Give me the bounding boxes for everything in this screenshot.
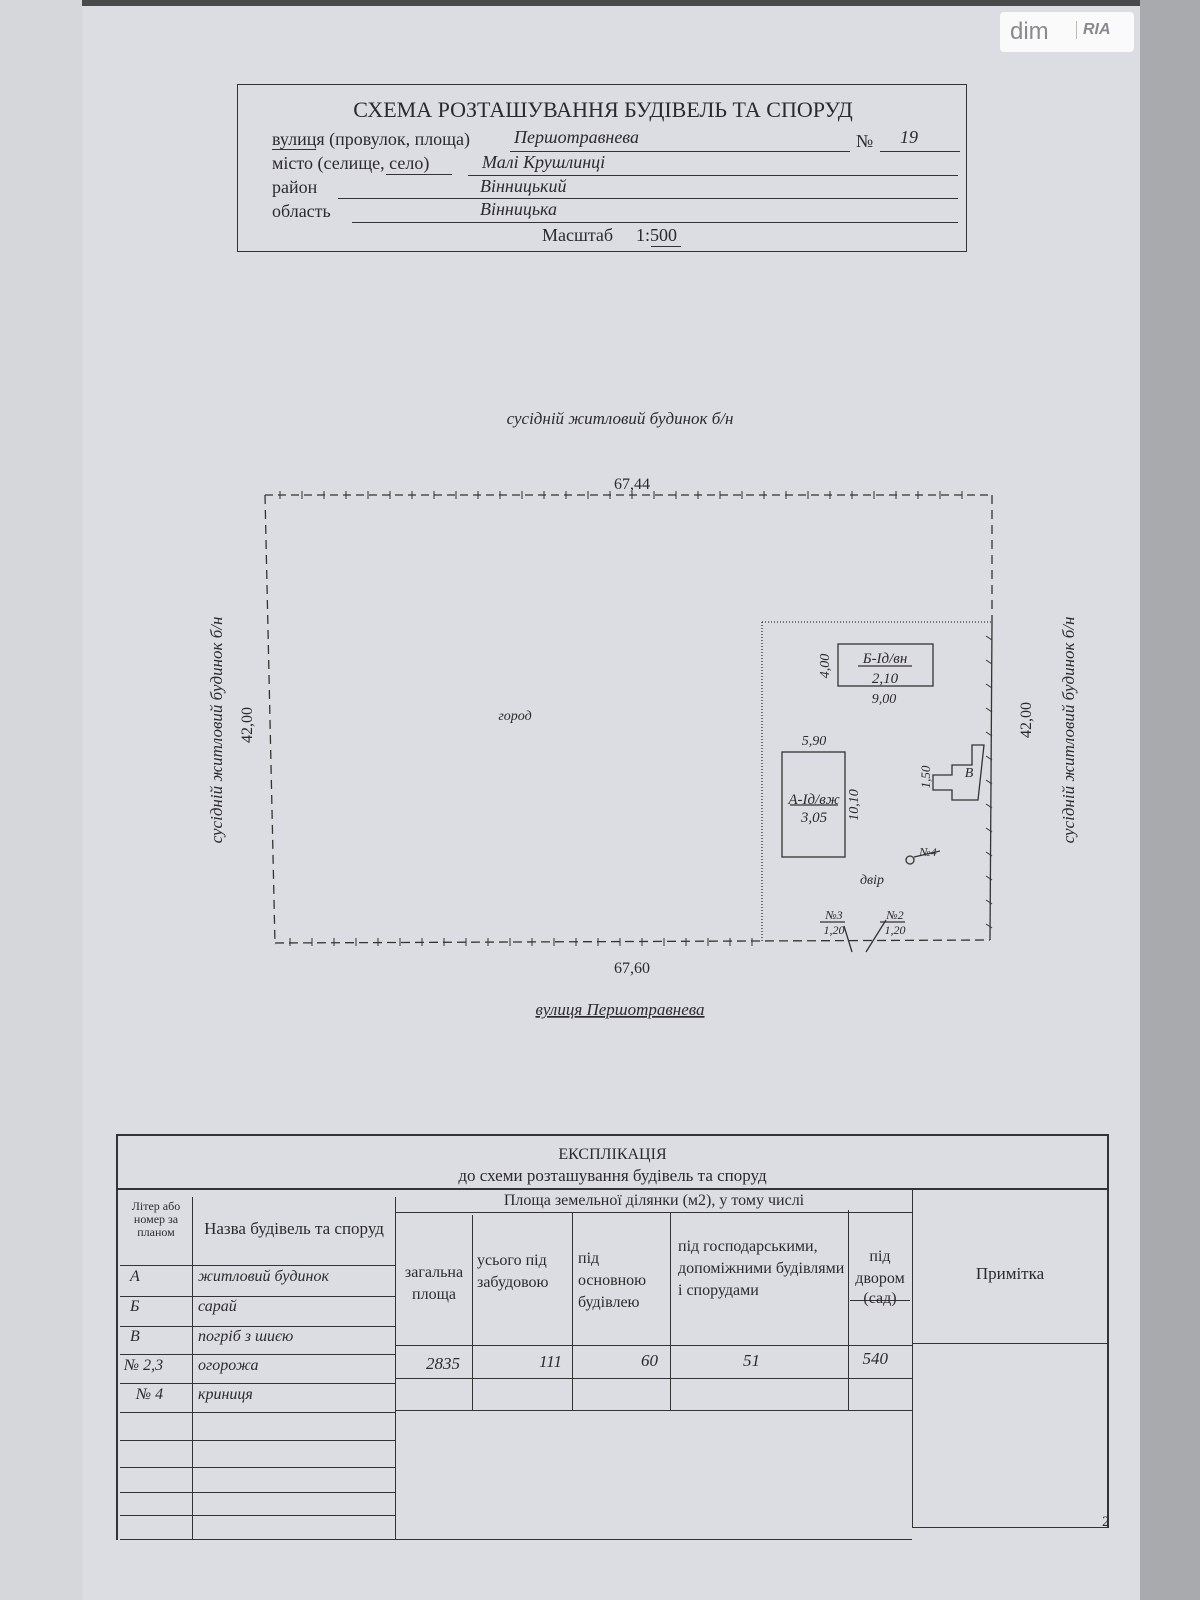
boundary-tick: [985, 779, 993, 785]
watermark-logo: dim RIA: [1000, 12, 1134, 52]
watermark-brand: dim: [1010, 18, 1049, 45]
building-a-height: 3,05: [800, 810, 828, 826]
watermark-partner: RIA: [1076, 21, 1111, 39]
boundary-tick: [985, 923, 993, 929]
fence-line: [989, 621, 993, 941]
building-b: [837, 643, 934, 687]
col-name-header: Назва будівель та споруд: [204, 1219, 384, 1238]
row-name: сарай: [198, 1298, 237, 1315]
value-yard: 540: [862, 1349, 889, 1368]
district-value: Вінницький: [480, 176, 567, 196]
building-a-depth: 10,10: [847, 789, 862, 821]
boundary-tick: [985, 803, 993, 809]
number-label: №: [856, 131, 874, 151]
boundary-tick: [985, 899, 993, 905]
fence2-label: №2: [885, 908, 903, 922]
row-letter: № 4: [136, 1386, 164, 1403]
boundary-tick: [985, 875, 993, 881]
value-total: 2835: [426, 1354, 460, 1373]
boundary-tick: [985, 635, 993, 641]
well-icon: [905, 855, 915, 865]
explication-subtitle: до схеми розташування будівель та споруд: [458, 1166, 767, 1185]
city-value: Малі Крушлинці: [482, 152, 606, 172]
left-length: 42,00: [239, 707, 256, 743]
fence-markers: [843, 919, 887, 953]
building-a: [781, 751, 846, 858]
cellar-label: В: [965, 766, 974, 781]
background-edge: [82, 0, 1200, 6]
well-label: №4: [918, 845, 936, 859]
page-number: 2: [1102, 1514, 1110, 1530]
explication-title: ЕКСПЛІКАЦІЯ: [558, 1146, 667, 1163]
fence3-label: №3: [824, 908, 842, 922]
cellar-size: 1,50: [918, 765, 933, 788]
street-value: Першотравнева: [514, 127, 639, 147]
left-neighbor-label: сусідній житловий будинок б/н: [207, 617, 226, 844]
cellar-shape: [932, 744, 985, 801]
building-a-width: 5,90: [802, 734, 827, 749]
boundary-tick: [985, 683, 993, 689]
row-letter: В: [130, 1328, 140, 1345]
row-letter: Б: [130, 1298, 140, 1315]
scale-label: Масштаб: [542, 225, 614, 245]
bottom-length: 67,60: [614, 960, 650, 977]
value-aux: 51: [743, 1351, 760, 1370]
row-name: погріб з шиєю: [198, 1328, 294, 1345]
district-label: район: [272, 177, 318, 197]
fence3-height: 1,20: [824, 923, 845, 937]
area-group-header: Площа земельної ділянки (м2), у тому чис…: [503, 1192, 805, 1209]
col-letter-header: Літер або номер за планом: [131, 1199, 181, 1239]
building-b-width: 9,00: [872, 692, 897, 707]
boundary-tick: [985, 851, 993, 857]
col-total-header: загальна площа: [404, 1264, 464, 1303]
value-main: 60: [641, 1351, 658, 1370]
boundary-tick: [985, 731, 993, 737]
value-built: 111: [539, 1352, 562, 1371]
background-edge: [1140, 0, 1200, 1600]
region-value: Вінницька: [480, 199, 558, 219]
right-neighbor-label: сусідній житловий будинок б/н: [1059, 617, 1078, 844]
col-built-header: усього під забудовою: [477, 1252, 549, 1291]
row-letter: № 2,3: [124, 1357, 164, 1374]
row-name: житловий будинок: [198, 1268, 329, 1285]
yard-boundary: [761, 621, 992, 942]
left-boundary: [264, 494, 276, 946]
building-b-depth: 4,00: [818, 654, 833, 679]
col-aux-header: під господарськими, допоміжними будівлям…: [678, 1238, 845, 1299]
boundary-tick: [985, 659, 993, 665]
region-label: область: [272, 201, 331, 221]
boundary-tick: [985, 755, 993, 761]
city-label: місто (селище, село): [272, 153, 430, 173]
col-yard-header: під двором: [855, 1248, 905, 1287]
street-label: вулиця (провулок, площа): [272, 129, 471, 149]
street-label: вулиця Першотравнева: [535, 1000, 704, 1019]
col-yard-sub-header: (сад): [863, 1290, 897, 1307]
top-neighbor-label: сусідній житловий будинок б/н: [507, 409, 734, 428]
boundary-tick: [985, 707, 993, 713]
adjacent-page: [0, 0, 82, 1600]
row-name: криниця: [198, 1386, 253, 1403]
fence2-height: 1,20: [885, 923, 906, 937]
col-note-header: Примітка: [975, 1264, 1045, 1283]
number-value: 19: [900, 127, 918, 147]
boundary-tick: [985, 827, 993, 833]
row-letter: А: [130, 1268, 140, 1285]
yard-label: двір: [860, 873, 884, 888]
right-length: 42,00: [1018, 702, 1035, 738]
document-sheet: [82, 6, 1140, 1600]
garden-label: город: [498, 709, 531, 724]
document-title: СХЕМА РОЗТАШУВАННЯ БУДІВЕЛЬ ТА СПОРУД: [353, 97, 853, 122]
top-length: 67,44: [614, 476, 650, 493]
col-main-header: під основною будівлею: [578, 1250, 647, 1311]
building-b-label: Б-Iд/вн: [862, 651, 908, 667]
row-name: огорожа: [198, 1357, 259, 1374]
bottom-boundary: [274, 939, 991, 944]
title-block: СХЕМА РОЗТАШУВАННЯ БУДІВЕЛЬ ТА СПОРУД ву…: [237, 84, 967, 252]
building-b-height: 2,10: [872, 671, 899, 687]
site-plan: сусідній житловий будинок б/н 67,44 67,6…: [207, 409, 1078, 1019]
building-a-label: А-Iд/вж: [787, 792, 839, 808]
scale-value: 1:500: [636, 225, 678, 245]
